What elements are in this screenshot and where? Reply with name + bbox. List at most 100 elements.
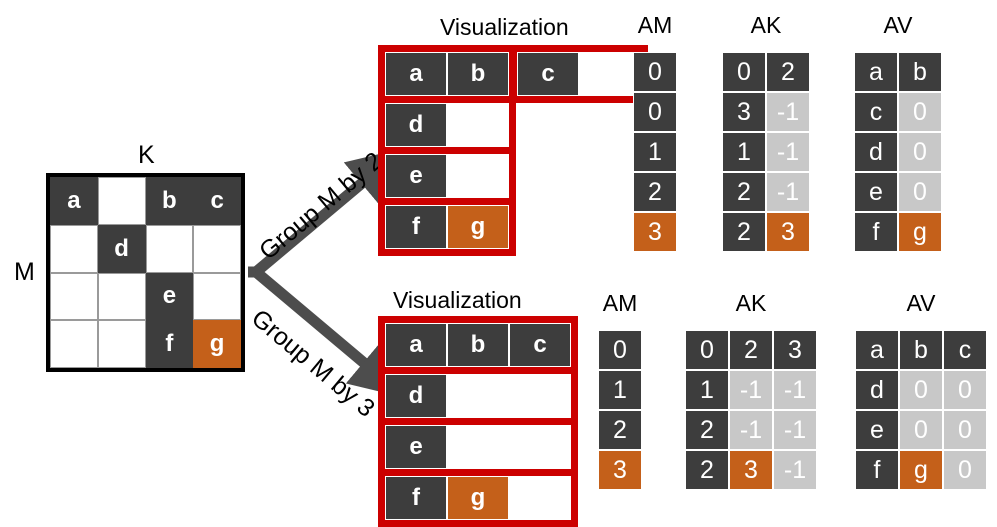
table-cell-r2-c1: 0 xyxy=(898,132,942,172)
table-row: 2 xyxy=(598,410,642,450)
table-cell-r3-c1: 3 xyxy=(729,450,773,490)
vis-cell-g4-0: f xyxy=(385,205,447,249)
vis-cell-g2-1 xyxy=(447,425,509,469)
table-cell-r0-c0: a xyxy=(855,330,899,370)
matrix-cell-r2-c1 xyxy=(97,272,146,321)
table-title-ak: AK xyxy=(750,12,782,38)
vis-cell-g2-1 xyxy=(447,103,509,147)
table-row: 3 xyxy=(598,450,642,490)
table-row: 1 xyxy=(598,370,642,410)
matrix-row: e xyxy=(50,272,241,321)
table-title-av: AV xyxy=(883,12,913,38)
table-cell-r4-c0: f xyxy=(854,212,898,252)
table-title-ak: AK xyxy=(735,290,767,316)
matrix-cell-r1-c3 xyxy=(193,224,241,273)
top-visualization-title: Visualization xyxy=(440,14,569,40)
table-cell-r2-c2: -1 xyxy=(773,410,817,450)
table-cell-r0-c0: 0 xyxy=(722,52,766,92)
matrix-cell-r2-c2: e xyxy=(145,272,194,321)
vis-cell-g2-0: e xyxy=(385,425,447,469)
vis-cell-g1-1 xyxy=(447,374,509,418)
matrix-row: d xyxy=(50,224,241,273)
table-row: 3 xyxy=(633,212,677,252)
matrix-cell-r3-c2: f xyxy=(145,320,194,368)
vis-group-1: d xyxy=(378,367,578,425)
matrix-cell-r1-c1: d xyxy=(97,224,146,273)
table-row: 2-1-1 xyxy=(685,410,817,450)
vis-group-1: c xyxy=(510,45,648,103)
table-cell-r0-c2: 3 xyxy=(773,330,817,370)
vis-cell-g0-1: b xyxy=(447,52,509,96)
matrix-cell-r0-c0: a xyxy=(50,177,98,225)
vis-group-2: e xyxy=(378,418,578,476)
table-row: 1-1 xyxy=(722,132,810,172)
matrix-cell-r0-c2: b xyxy=(145,177,194,225)
vis-cell-g0-1: b xyxy=(447,323,509,367)
vis-group-3: e xyxy=(378,147,516,205)
vis-cell-g3-1 xyxy=(447,154,509,198)
matrix-row-label: M xyxy=(14,258,35,286)
table-cell-r3-c2: -1 xyxy=(773,450,817,490)
vis-cell-g2-0: d xyxy=(385,103,447,147)
table-cell-r1-c2: -1 xyxy=(773,370,817,410)
table-cell-r0-c1: 2 xyxy=(766,52,810,92)
table-cell-r2-c1: -1 xyxy=(729,410,773,450)
table-cell-r2-c0: 2 xyxy=(598,410,642,450)
table-cell-r4-c0: 3 xyxy=(633,212,677,252)
table-cell-r3-c1: 0 xyxy=(898,172,942,212)
table-cell-r3-c2: 0 xyxy=(943,450,987,490)
table-cell-r2-c0: e xyxy=(855,410,899,450)
table-cell-r3-c0: 3 xyxy=(598,450,642,490)
matrix-cell-r0-c1 xyxy=(97,177,146,225)
vis-cell-g1-2 xyxy=(509,374,571,418)
table-cell-r3-c0: f xyxy=(855,450,899,490)
table-cell-r0-c1: b xyxy=(898,52,942,92)
table-cell-r2-c0: d xyxy=(854,132,898,172)
table-cell-r1-c0: 1 xyxy=(598,370,642,410)
matrix-cell-r2-c3 xyxy=(193,272,241,321)
matrix-cell-r0-c3: c xyxy=(193,177,241,225)
vis-cell-g4-1: g xyxy=(447,205,509,249)
table-cell-r0-c1: b xyxy=(899,330,943,370)
table-row: 0 xyxy=(598,330,642,370)
table-cell-r1-c0: d xyxy=(855,370,899,410)
table-row: 3-1 xyxy=(722,92,810,132)
table-cell-r1-c1: -1 xyxy=(766,92,810,132)
table-cell-r3-c0: 2 xyxy=(633,172,677,212)
table-cell-r1-c1: 0 xyxy=(898,92,942,132)
matrix-cell-r2-c0 xyxy=(50,272,98,321)
vis-cell-g1-0: c xyxy=(517,52,579,96)
table-cell-r2-c0: 2 xyxy=(685,410,729,450)
matrix-cell-r3-c3: g xyxy=(193,320,241,368)
table-cell-r4-c1: g xyxy=(898,212,942,252)
table-cell-r0-c0: a xyxy=(854,52,898,92)
vis-cell-g0-2: c xyxy=(509,323,571,367)
vis-cell-g2-2 xyxy=(509,425,571,469)
matrix-cell-r3-c0 xyxy=(50,320,98,368)
vis-cell-g0-0: a xyxy=(385,323,447,367)
table-row: 1 xyxy=(633,132,677,172)
vis-cell-g3-0: f xyxy=(385,476,447,520)
table-row: 2-1 xyxy=(722,172,810,212)
table-cell-r3-c0: 2 xyxy=(685,450,729,490)
table-cell-r3-c0: e xyxy=(854,172,898,212)
table-cell-r4-c1: 3 xyxy=(766,212,810,252)
table-row: 0 xyxy=(633,52,677,92)
